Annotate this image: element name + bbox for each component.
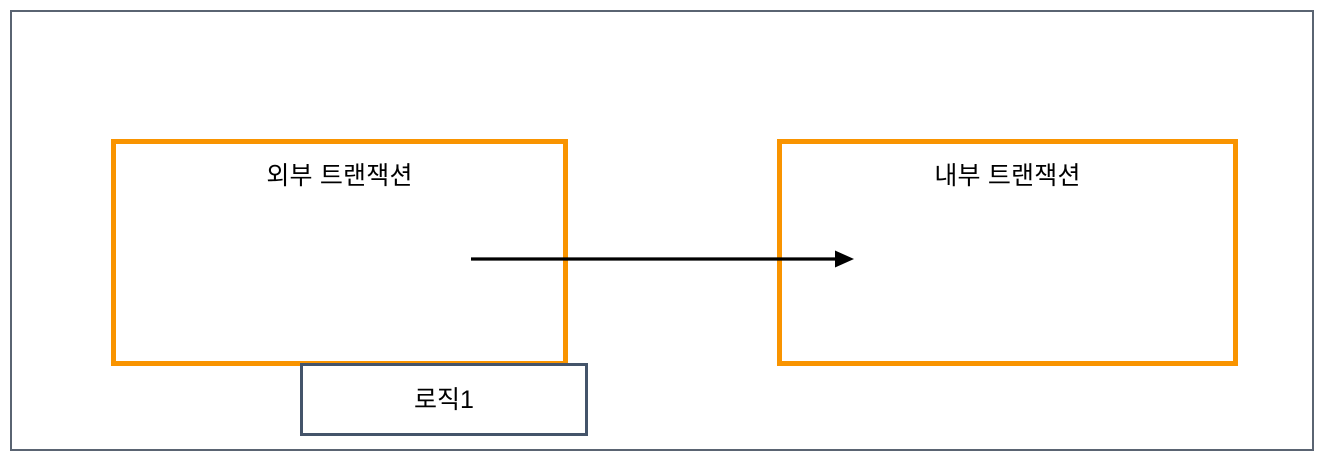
logic-box-logic-1[interactable]: 로직1 [300,363,588,436]
container-title-internal-transaction: 내부 트랜잭션 [934,162,1081,190]
page-frame: 외부 트랜잭션 로직1 내부 트랜잭션 로직2 [10,10,1314,451]
container-external-transaction[interactable]: 외부 트랜잭션 로직1 [111,139,588,436]
container-title-external-transaction: 외부 트랜잭션 [266,162,413,190]
container-internal-transaction[interactable]: 내부 트랜잭션 로직2 [777,139,1238,366]
connector-logic1-to-logic2[interactable] [465,238,861,282]
arrowhead-icon [835,250,854,268]
logic-box-label-logic-1: 로직1 [414,385,474,414]
